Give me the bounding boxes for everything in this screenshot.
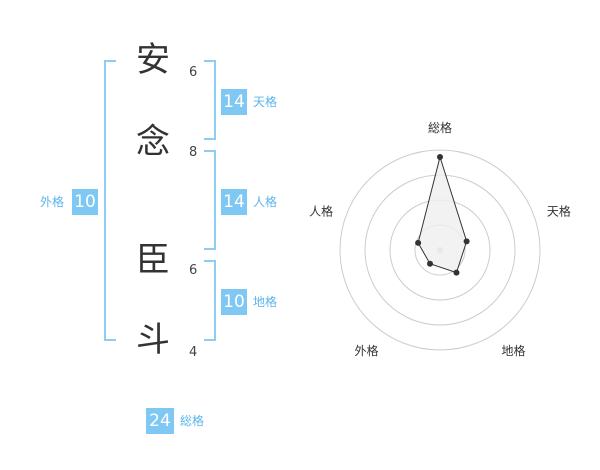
stroke-count-3: 6 — [189, 263, 198, 278]
radar-axis-label-1: 総格 — [428, 120, 452, 135]
radar-axis-label-5: 人格 — [309, 203, 333, 218]
jinkaku-bracket — [204, 150, 216, 250]
radar-point-5 — [415, 239, 422, 246]
jinkaku-value: 14 — [221, 189, 247, 215]
tenkaku-value: 14 — [221, 89, 247, 115]
stroke-count-2: 8 — [189, 145, 198, 160]
gaikaku-value: 10 — [72, 189, 98, 215]
radar-axis-label-4: 外格 — [355, 343, 379, 358]
radar-axis-label-2: 天格 — [547, 203, 571, 218]
tenkaku-label: 天格 — [253, 95, 278, 109]
stroke-count-1: 6 — [189, 65, 198, 80]
radar-point-2 — [463, 238, 470, 245]
jinkaku-label: 人格 — [253, 195, 278, 209]
radar-point-3 — [453, 269, 460, 276]
name-char-2: 念 — [136, 122, 170, 162]
stroke-count-4: 4 — [189, 345, 198, 360]
radar-point-1 — [437, 154, 443, 160]
radar-point-4 — [427, 260, 434, 267]
radar-axis-label-3: 地格 — [501, 343, 525, 358]
soukaku-label: 総格 — [180, 414, 205, 428]
soukaku-value: 24 — [146, 408, 174, 434]
gaikaku-label: 外格 — [40, 195, 65, 209]
chikaku-value: 10 — [221, 289, 247, 315]
name-char-4: 斗 — [136, 320, 170, 360]
name-char-3: 臣 — [136, 240, 170, 280]
radar-polygon — [417, 155, 468, 274]
tenkaku-bracket — [204, 60, 216, 140]
gaikaku-bracket — [104, 60, 116, 341]
radar-ring — [339, 149, 541, 351]
name-char-1: 安 — [136, 40, 170, 80]
chikaku-label: 地格 — [253, 295, 278, 309]
chikaku-bracket — [204, 260, 216, 341]
